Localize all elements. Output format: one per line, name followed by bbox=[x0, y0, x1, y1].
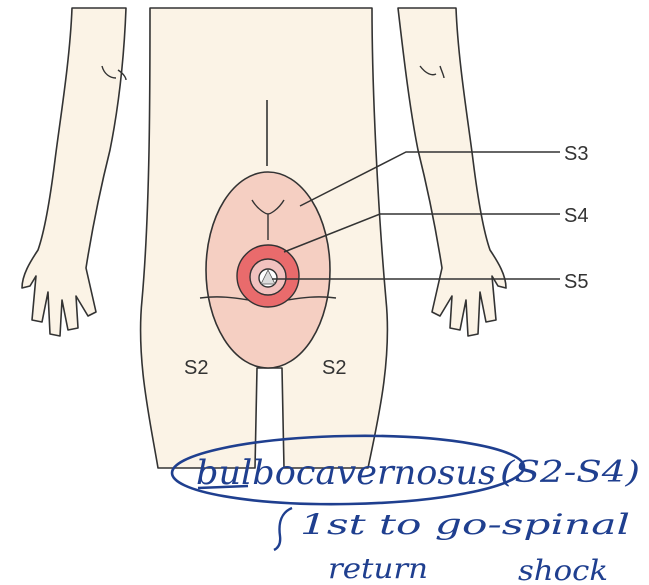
annotation-note-return: return bbox=[328, 552, 428, 585]
annotation-bracket bbox=[274, 508, 292, 550]
label-s5: S5 bbox=[564, 271, 588, 293]
label-s2-right: S2 bbox=[322, 357, 346, 379]
right-arm bbox=[398, 8, 506, 336]
label-s2-left: S2 bbox=[184, 357, 208, 379]
label-s3: S3 bbox=[564, 143, 588, 165]
left-arm bbox=[22, 8, 126, 336]
label-s4: S4 bbox=[564, 205, 588, 227]
annotation-note-shock: shock bbox=[518, 554, 608, 585]
annotation-note-line1: 1st to go-spinal bbox=[300, 508, 630, 541]
annotation-range: (S2-S4) bbox=[500, 455, 640, 490]
annotation-main: bulbocavernosus bbox=[196, 453, 496, 493]
